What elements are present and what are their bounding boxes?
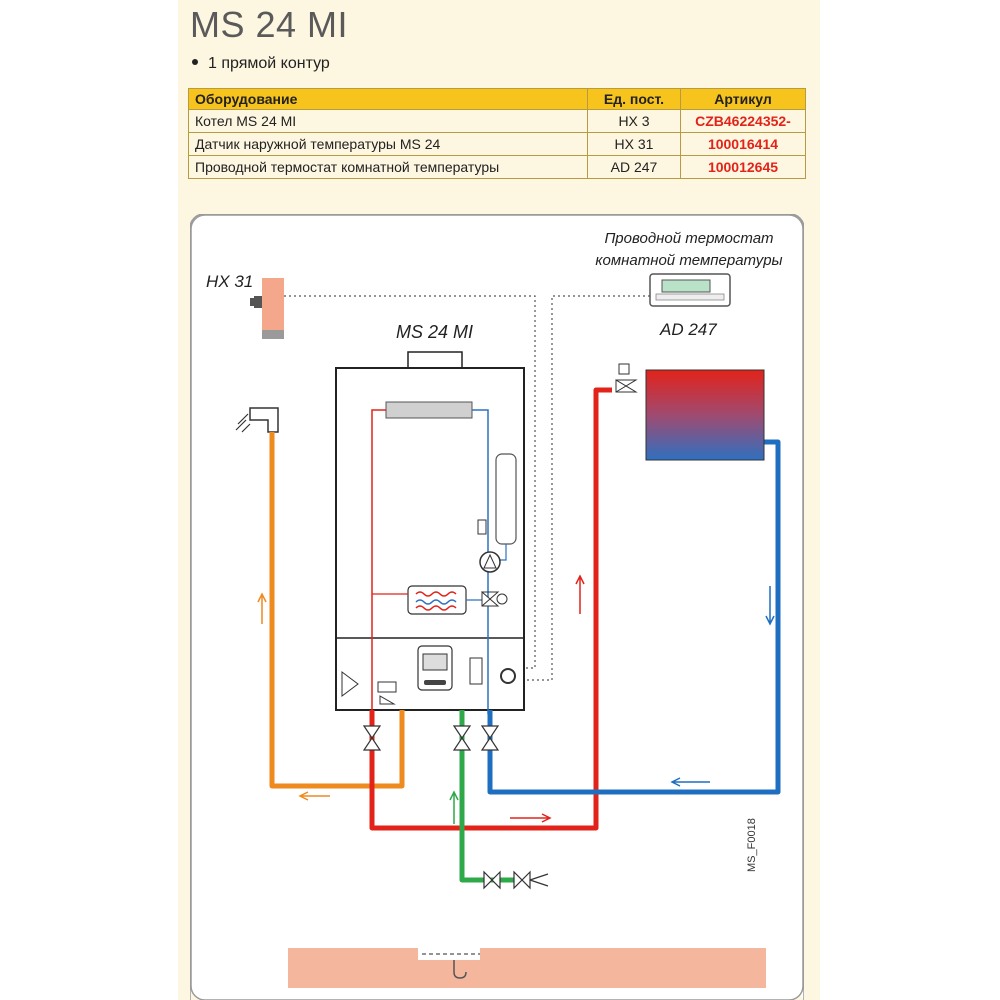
cell-article: CZB46224352-	[680, 109, 806, 133]
boiler-label: MS 24 MI	[396, 322, 474, 342]
cell-equipment: Датчик наружной температуры MS 24	[188, 132, 588, 156]
header-unit: Ед. пост.	[587, 88, 681, 110]
table-row: Проводной термостат комнатной температур…	[188, 155, 806, 179]
expansion-vessel	[495, 453, 517, 545]
sensor-label: HX 31	[206, 272, 254, 291]
cell-article: 100016414	[680, 132, 806, 156]
radiator-icon	[645, 369, 765, 461]
table-row: Датчик наружной температуры MS 24 HX 31 …	[188, 132, 806, 156]
thermostat-code: AD 247	[660, 320, 717, 339]
cell-equipment: Котел MS 24 MI	[188, 109, 588, 133]
equipment-table: Оборудование Ед. пост. Артикул Котел MS …	[188, 88, 806, 179]
diagram-svg	[190, 214, 804, 1000]
floor-drain-icon	[288, 948, 766, 988]
installation-diagram: HX 31 MS 24 MI Проводной термостат комна…	[190, 214, 804, 1000]
header-article: Артикул	[680, 88, 806, 110]
cold-water-pipe	[459, 710, 520, 883]
pump-icon	[479, 551, 501, 573]
bullet-dot	[192, 58, 198, 65]
bullet-text: 1 прямой контур	[208, 55, 330, 72]
cell-article: 100012645	[680, 155, 806, 179]
flow-arrows	[257, 574, 775, 824]
outdoor-sensor-icon	[250, 278, 284, 339]
table-header-row: Оборудование Ед. пост. Артикул	[188, 88, 806, 110]
dhw-pipe	[269, 432, 405, 789]
cell-unit: HX 3	[587, 109, 681, 133]
isolation-valves	[362, 725, 549, 890]
return-pipe	[487, 439, 781, 795]
figure-code: MS_F0018	[746, 818, 758, 872]
diverter-valve-icon	[481, 590, 508, 607]
page-title: MS 24 MI	[190, 4, 349, 45]
signal-wires	[284, 295, 650, 681]
flue-connector	[407, 351, 463, 369]
primary-heat-exchanger	[385, 401, 473, 419]
cell-equipment: Проводной термостат комнатной температур…	[188, 155, 588, 179]
bullet-item: 1 прямой контур	[192, 55, 330, 73]
boiler	[335, 351, 525, 714]
flow-pipe	[369, 387, 612, 831]
tap-icon	[235, 407, 279, 433]
table-row: Котел MS 24 MI HX 3 CZB46224352-	[188, 109, 806, 133]
thermostat-caption: Проводной термостат комнатной температур…	[595, 230, 783, 269]
thermostat-icon	[649, 273, 731, 307]
cell-unit: AD 247	[587, 155, 681, 179]
valve-icon	[615, 363, 638, 393]
pipework	[269, 387, 781, 883]
header-equipment: Оборудование	[188, 88, 588, 110]
cell-unit: HX 31	[587, 132, 681, 156]
